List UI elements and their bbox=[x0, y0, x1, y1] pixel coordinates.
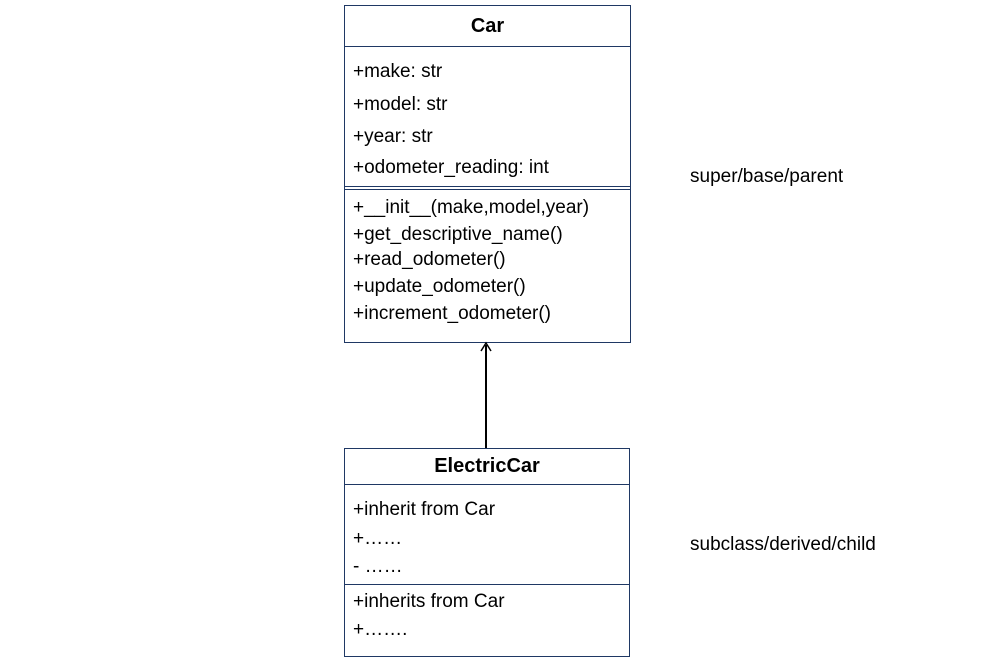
car-class-box: Car +make: str +model: str +year: str +o… bbox=[344, 5, 631, 343]
car-class-name: Car bbox=[470, 15, 505, 37]
car-method: +read_odometer() bbox=[353, 249, 506, 270]
car-method: +update_odometer() bbox=[353, 276, 526, 297]
electric-car-attribute: +inherit from Car bbox=[353, 499, 496, 520]
car-methods-divider bbox=[345, 189, 630, 190]
electric-car-method: +inherits from Car bbox=[353, 591, 505, 612]
car-attribute: +make: str bbox=[353, 61, 443, 82]
car-attribute: +model: str bbox=[353, 94, 448, 115]
electric-car-attribute: +…… bbox=[353, 528, 403, 549]
electric-car-class-name: ElectricCar bbox=[434, 455, 540, 477]
electric-car-methods-divider bbox=[345, 584, 629, 585]
car-attribute: +year: str bbox=[353, 126, 433, 147]
car-attributes-divider bbox=[345, 186, 630, 187]
car-role-label: super/base/parent bbox=[690, 166, 844, 187]
electric-car-attribute: - …… bbox=[353, 556, 403, 577]
electric-car-class-box: ElectricCar +inherit from Car +…… - …… +… bbox=[344, 448, 630, 657]
inheritance-arrow-head bbox=[480, 341, 492, 352]
electric-car-title-divider bbox=[345, 484, 629, 485]
electric-car-role-label: subclass/derived/child bbox=[690, 534, 876, 555]
car-method: +get_descriptive_name() bbox=[353, 224, 563, 245]
electric-car-method: +……. bbox=[353, 619, 408, 640]
car-title-divider bbox=[345, 46, 630, 47]
car-attribute: +odometer_reading: int bbox=[353, 157, 549, 178]
car-method: +increment_odometer() bbox=[353, 303, 552, 324]
car-method: +__init__(make,model,year) bbox=[353, 197, 590, 218]
